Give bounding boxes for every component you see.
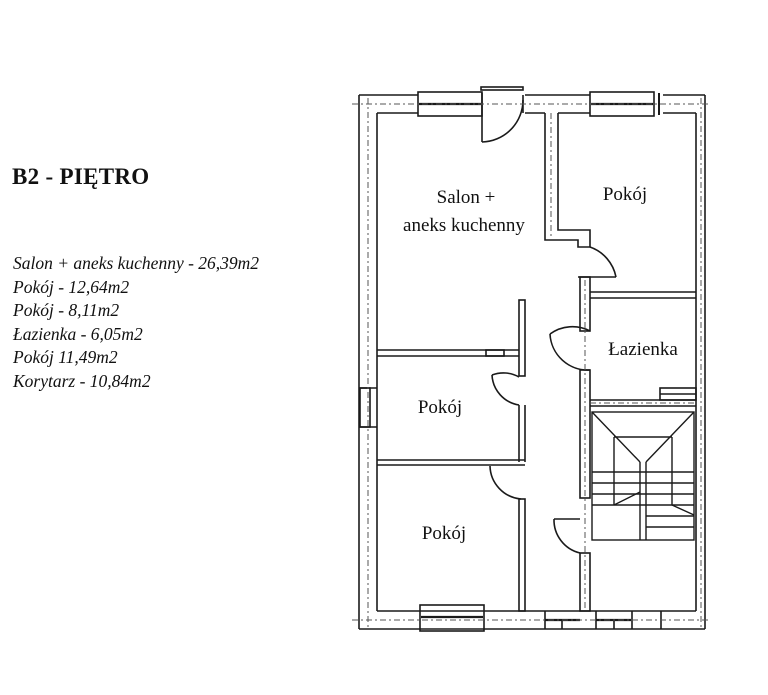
area-list: Salon + aneks kuchenny - 26,39m2 Pokój -… [13,252,259,393]
balcony-door [480,86,524,143]
label-salon-line2: aneks kuchenny [403,215,525,236]
staircase [591,411,695,541]
window-bottom-left [419,604,485,632]
label-pokoj-bottom-left: Pokój [422,523,466,544]
area-item-korytarz: Korytarz - 10,84m2 [13,370,151,391]
area-item-pokoj-3: Pokój 11,49m2 [13,347,118,367]
wall-pokoj-middle-bottom [377,459,525,466]
label-pokoj-top-right: Pokój [603,184,647,205]
area-item-pokoj-1: Pokój - 12,64m2 [13,276,130,297]
area-item-lazienka: Łazienka - 6,05m2 [13,323,143,344]
wall-salon-pokoj [544,113,591,248]
wall-pokoj-middle-top [377,299,526,377]
floor-title: B2 - PIĘTRO [12,164,150,189]
door-pokoj-middle [491,372,526,462]
label-salon-line1: Salon + [437,187,496,208]
door-pokoj-bottom [489,465,526,612]
outer-walls [358,94,706,630]
label-pokoj-middle-left: Pokój [418,397,462,418]
door-lazienka [549,325,591,371]
label-lazienka: Łazienka [608,339,678,360]
door-corridor-bottom [553,518,581,554]
wall-pokoj-lazienka [590,291,696,299]
area-item-salon: Salon + aneks kuchenny - 26,39m2 [13,253,260,273]
door-pokoj-top-right [578,246,617,278]
area-item-pokoj-2: Pokój - 8,11m2 [13,300,120,320]
wall-lazienka-stairs [590,387,697,407]
